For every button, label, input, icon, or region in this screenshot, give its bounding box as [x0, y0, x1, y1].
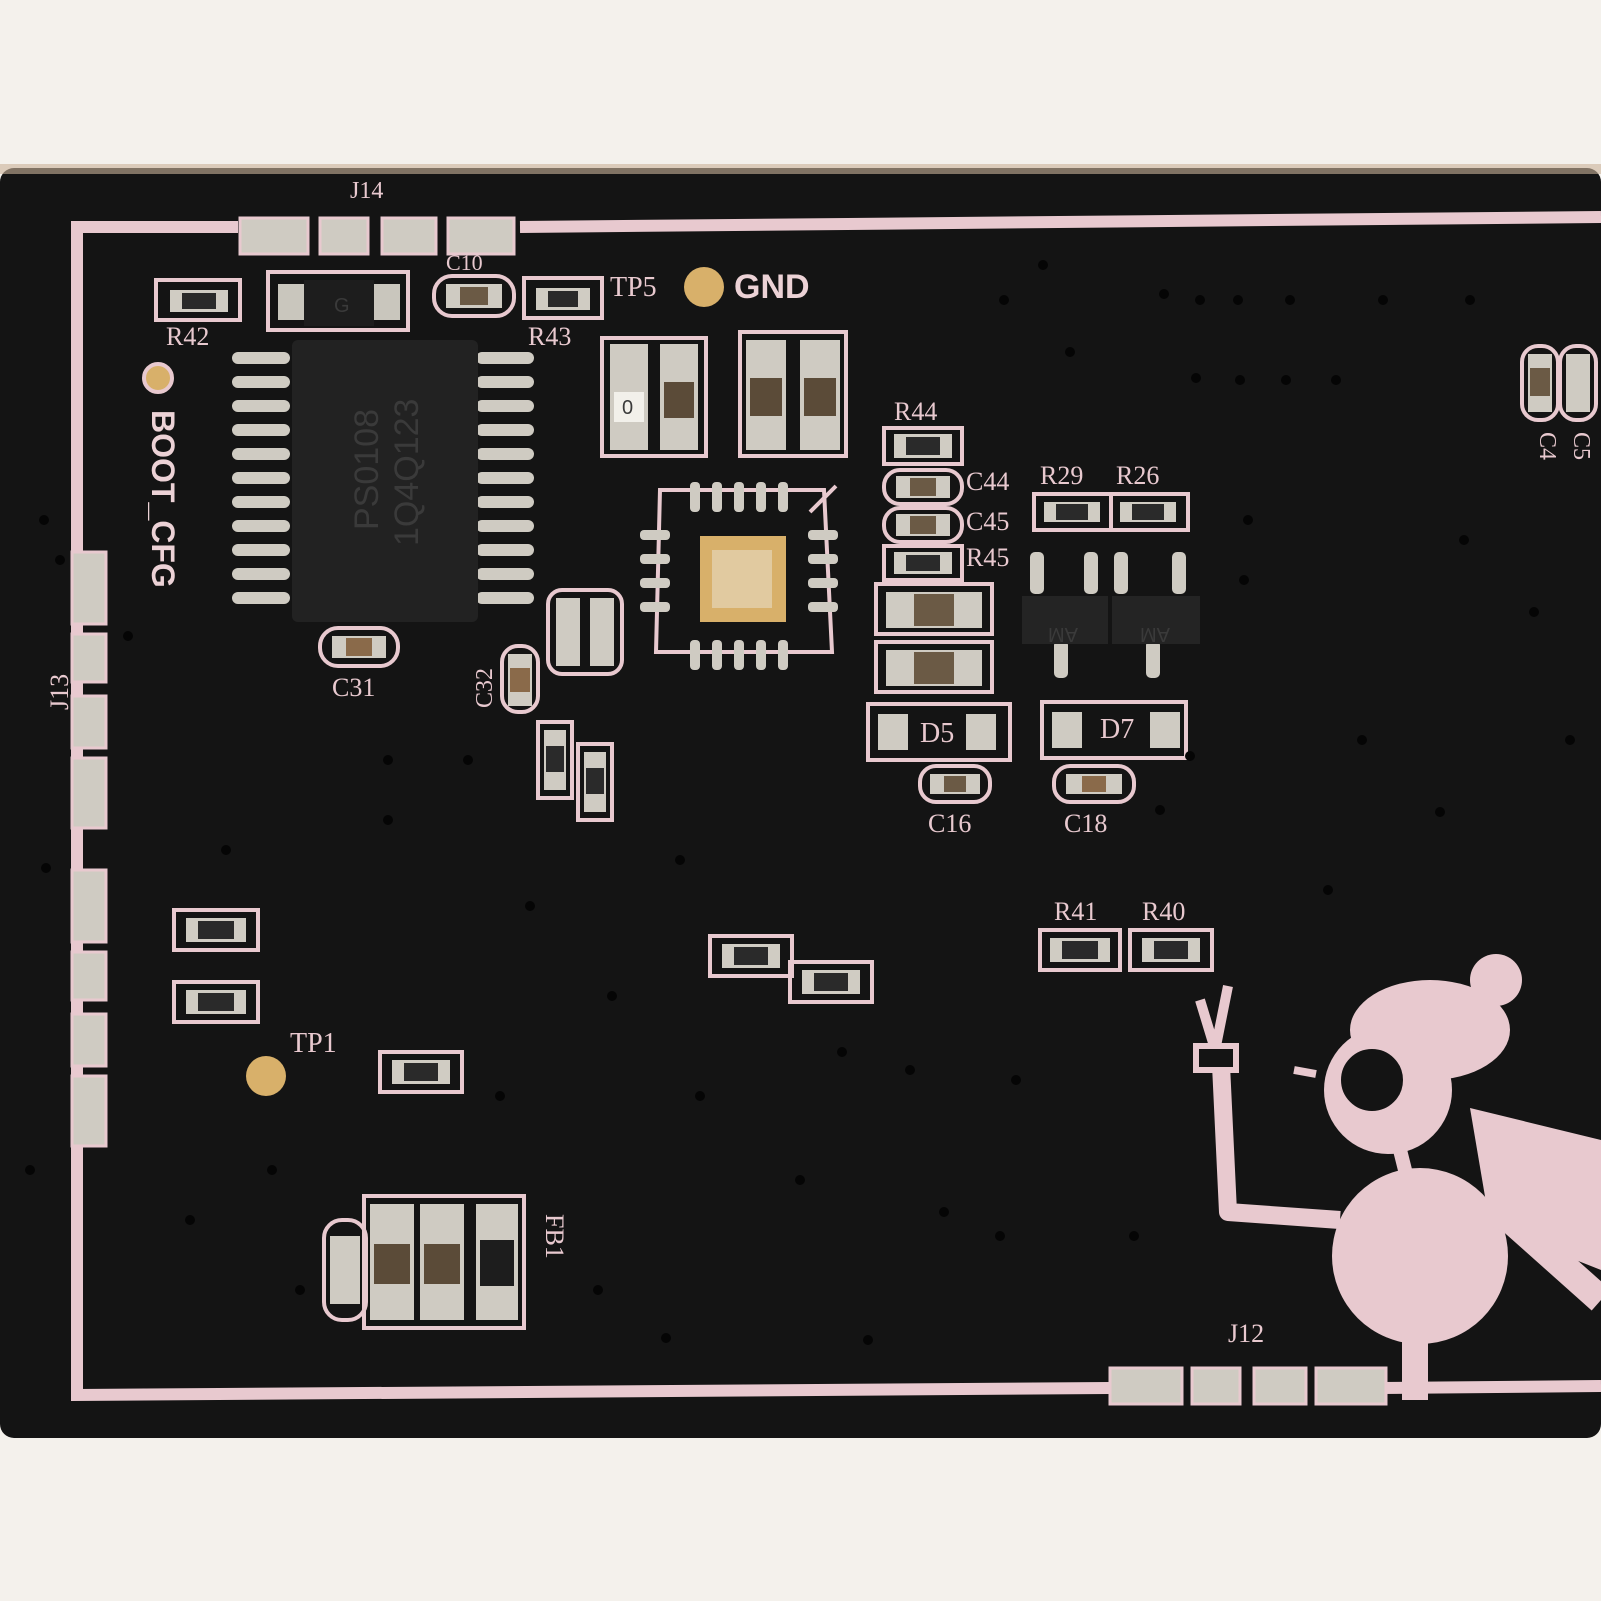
label-c32: C32 [472, 668, 498, 708]
label-c10: C10 [446, 250, 483, 275]
transistor-marking-1: AM [1048, 623, 1078, 645]
capacitors-c5-c4 [1520, 344, 1598, 422]
label-j13: J13 [45, 674, 74, 710]
diode-marking: G [334, 295, 350, 317]
connector-j13 [70, 550, 108, 1148]
label-r42: R42 [166, 322, 209, 351]
capacitor-pair-vertical [546, 588, 624, 676]
transistor-pair: AM AM [1022, 552, 1200, 678]
label-r44: R44 [894, 397, 937, 426]
capacitor-c31 [318, 626, 400, 668]
main-ic-marking-line2: 1Q4Q123 [388, 399, 426, 546]
label-d5: D5 [920, 718, 954, 749]
qfn-chip [640, 482, 838, 670]
label-r40: R40 [1142, 897, 1185, 926]
capacitor-bank-1: 0 [600, 330, 848, 458]
capacitor-c32 [500, 644, 540, 714]
label-d7: D7 [1100, 714, 1134, 745]
transistor-marking-2: AM [1140, 623, 1170, 645]
connector-j14 [238, 216, 516, 256]
resistors-left [172, 908, 874, 1094]
test-point-tp1 [246, 1056, 286, 1096]
label-r41: R41 [1054, 897, 1097, 926]
main-ic: PS0108 1Q4Q123 [232, 340, 534, 622]
label-c4: C4 [1534, 432, 1560, 460]
label-r29: R29 [1040, 461, 1083, 490]
label-c5: C5 [1568, 432, 1594, 460]
cartoon-mascot-silkscreen [1193, 954, 1601, 1400]
label-r45: R45 [966, 543, 1009, 572]
test-point-boot [142, 362, 174, 394]
main-ic-marking-line1: PS0108 [348, 409, 386, 530]
label-j12: J12 [1228, 1319, 1264, 1348]
board-edge-highlight [0, 164, 1601, 174]
capacitor-value-zero: 0 [622, 397, 633, 419]
label-r43: R43 [528, 322, 571, 351]
label-r26: R26 [1116, 461, 1159, 490]
resistor-r42 [154, 278, 242, 322]
diode-g: G [266, 270, 410, 332]
resistors-r41-r40 [1038, 928, 1214, 972]
label-boot-cfg: BOOT_CFG [145, 410, 181, 588]
label-gnd: GND [734, 268, 810, 306]
test-point-tp5 [684, 267, 724, 307]
diode-d7 [1040, 700, 1188, 760]
connector-j12 [1108, 1366, 1388, 1406]
resistors-r29-r26 [1032, 492, 1190, 532]
resistor-pair-vertical [536, 720, 614, 822]
label-tp1: TP1 [290, 1028, 337, 1059]
label-tp5: TP5 [610, 272, 657, 303]
label-fb1: FB1 [540, 1214, 569, 1259]
label-j14: J14 [350, 178, 383, 204]
component-column-r44 [874, 426, 994, 694]
label-c45: C45 [966, 507, 1009, 536]
vias [25, 260, 1575, 1345]
capacitor-c18 [1052, 764, 1136, 804]
label-c16: C16 [928, 809, 971, 838]
capacitor-c16 [918, 764, 992, 804]
ferrite-bead-fb1 [322, 1194, 526, 1330]
capacitor-c10 [432, 274, 516, 318]
resistor-r43 [522, 276, 604, 320]
label-c31: C31 [332, 673, 375, 702]
label-c18: C18 [1064, 809, 1107, 838]
label-c44: C44 [966, 467, 1009, 496]
diode-d5 [866, 702, 1012, 762]
